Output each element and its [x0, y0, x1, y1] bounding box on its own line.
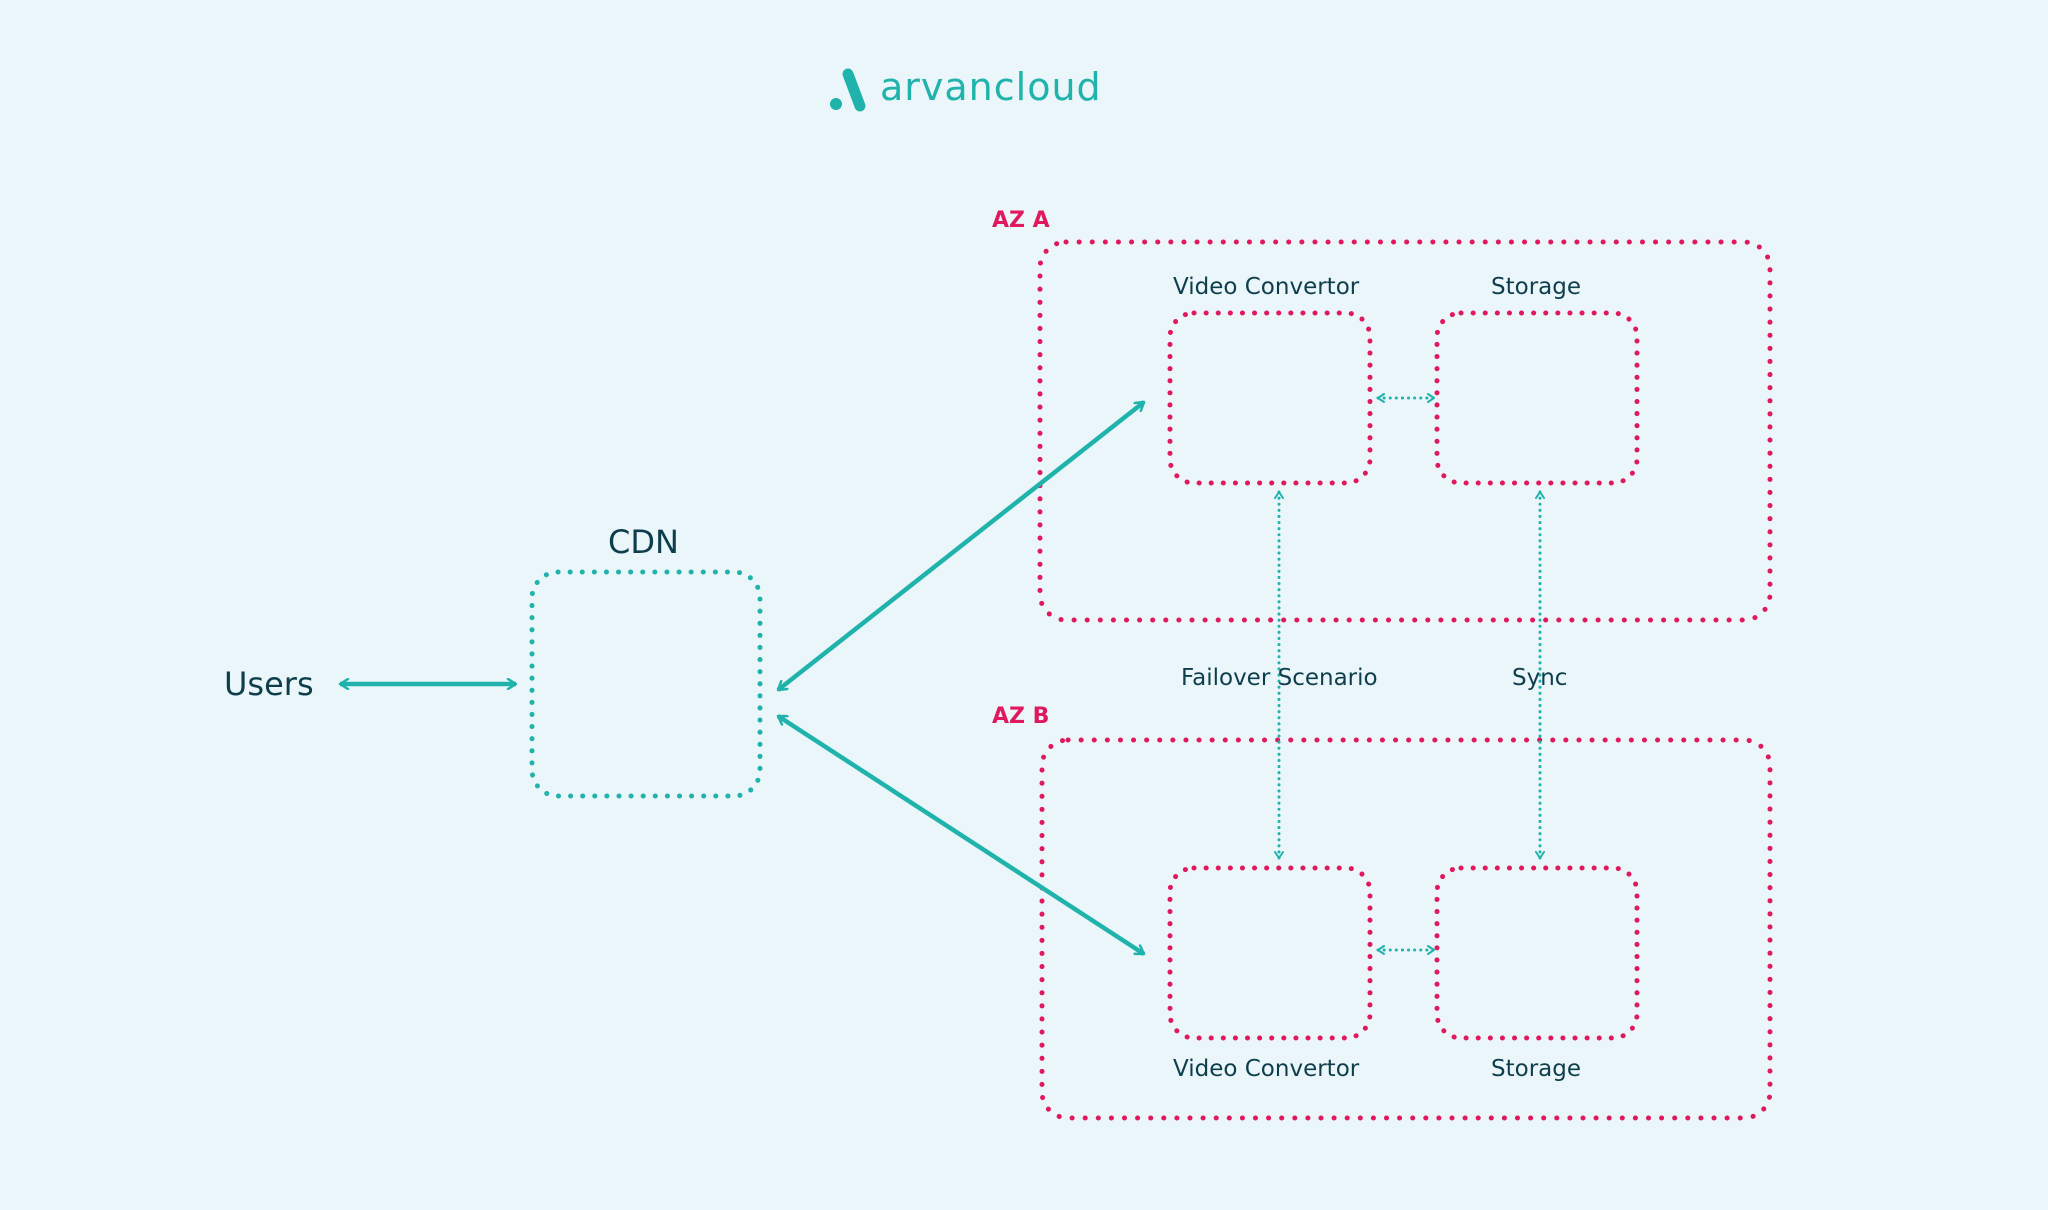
az-b-storage-box [1434, 865, 1640, 1041]
az-a-storage-box [1434, 310, 1640, 486]
az-a-video-convertor-box [1167, 310, 1373, 486]
az-b-video-convertor-box [1167, 865, 1373, 1041]
users-label: Users [224, 665, 314, 703]
az-a-storage-label: Storage [1491, 274, 1581, 300]
az-a-label: AZ A [992, 208, 1050, 233]
brand-wordmark: arvancloud [880, 65, 1102, 109]
cdn-az-a-arrow [776, 400, 1146, 692]
sync-label: Sync [1512, 665, 1568, 691]
az-b-label: AZ B [992, 704, 1050, 729]
arvancloud-logo-icon [830, 68, 866, 112]
az-a-container [1037, 239, 1773, 623]
az-b-storage-label: Storage [1491, 1056, 1581, 1082]
failover-label: Failover Scenario [1181, 665, 1378, 691]
az-b-container [1039, 737, 1773, 1121]
cdn-az-b-arrow [778, 714, 1144, 956]
brand-logo: arvancloud [828, 66, 1128, 116]
cdn-label: CDN [608, 523, 679, 561]
az-b-video-convertor-label: Video Convertor [1173, 1056, 1360, 1082]
cdn-box [529, 569, 763, 799]
az-a-video-convertor-label: Video Convertor [1173, 274, 1360, 300]
